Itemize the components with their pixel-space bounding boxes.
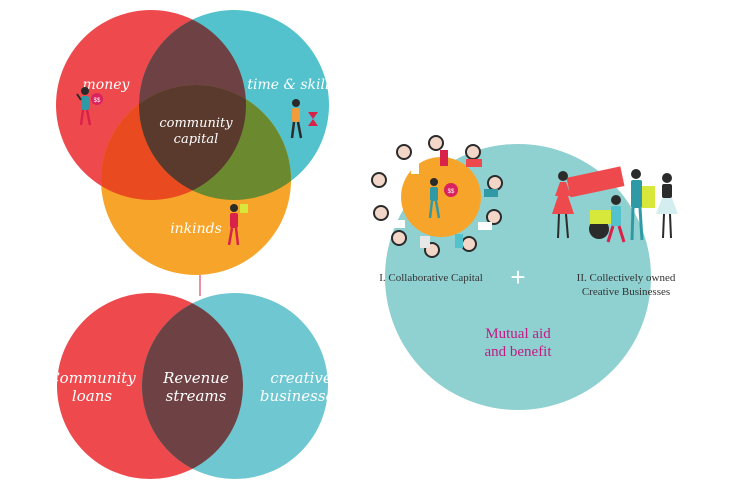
community-capital-label-line1: community — [159, 116, 233, 131]
collaboration-hub-circle — [401, 157, 481, 237]
community-loans-label-line1: Community — [48, 369, 136, 387]
yellow-cart-icon — [590, 210, 612, 224]
central-coin-label: $$ — [448, 189, 455, 195]
worker-figures-icon — [552, 169, 678, 243]
creative-businesses-label-line1: creative — [270, 369, 332, 387]
plus-sign: + — [510, 262, 525, 292]
bottom-venn: Community loans Revenue streams creative… — [48, 293, 342, 479]
creative-businesses-illustration — [552, 166, 678, 243]
mutual-aid-panel: $$ — [371, 135, 678, 410]
revenue-streams-label-line1: Revenue — [162, 369, 229, 387]
person-with-coin-icon: $$ — [76, 87, 103, 126]
time-skills-label: time & skills — [247, 77, 336, 93]
collectively-owned-caption-line1: II. Collectively owned — [577, 272, 676, 284]
people-ring-icon — [371, 135, 503, 258]
money-label: money — [83, 77, 131, 93]
community-capital-label-line2: capital — [174, 132, 219, 147]
inkinds-label: inkinds — [170, 221, 222, 237]
top-venn: money time & skills community capital in… — [56, 10, 337, 275]
collaborative-capital-caption: I. Collaborative Capital — [379, 272, 483, 284]
creative-businesses-label-line2: businesses — [260, 387, 343, 405]
person-with-hourglass-icon — [290, 99, 318, 139]
central-person-with-coin-icon: $$ — [428, 178, 458, 219]
revenue-streams-overlap — [142, 293, 243, 479]
coin-label: $$ — [94, 98, 101, 104]
community-loans-label-line2: loans — [72, 387, 112, 405]
mutual-aid-label-line1: Mutual aid — [485, 326, 551, 342]
carried-red-box-icon — [566, 166, 625, 198]
collectively-owned-caption-line2: Creative Businesses — [582, 286, 670, 298]
person-with-box-icon — [227, 204, 248, 246]
collaborative-capital-illustration: $$ — [371, 135, 503, 258]
mutual-aid-label-line2: and benefit — [484, 344, 552, 360]
revenue-streams-label-line2: streams — [166, 387, 227, 405]
